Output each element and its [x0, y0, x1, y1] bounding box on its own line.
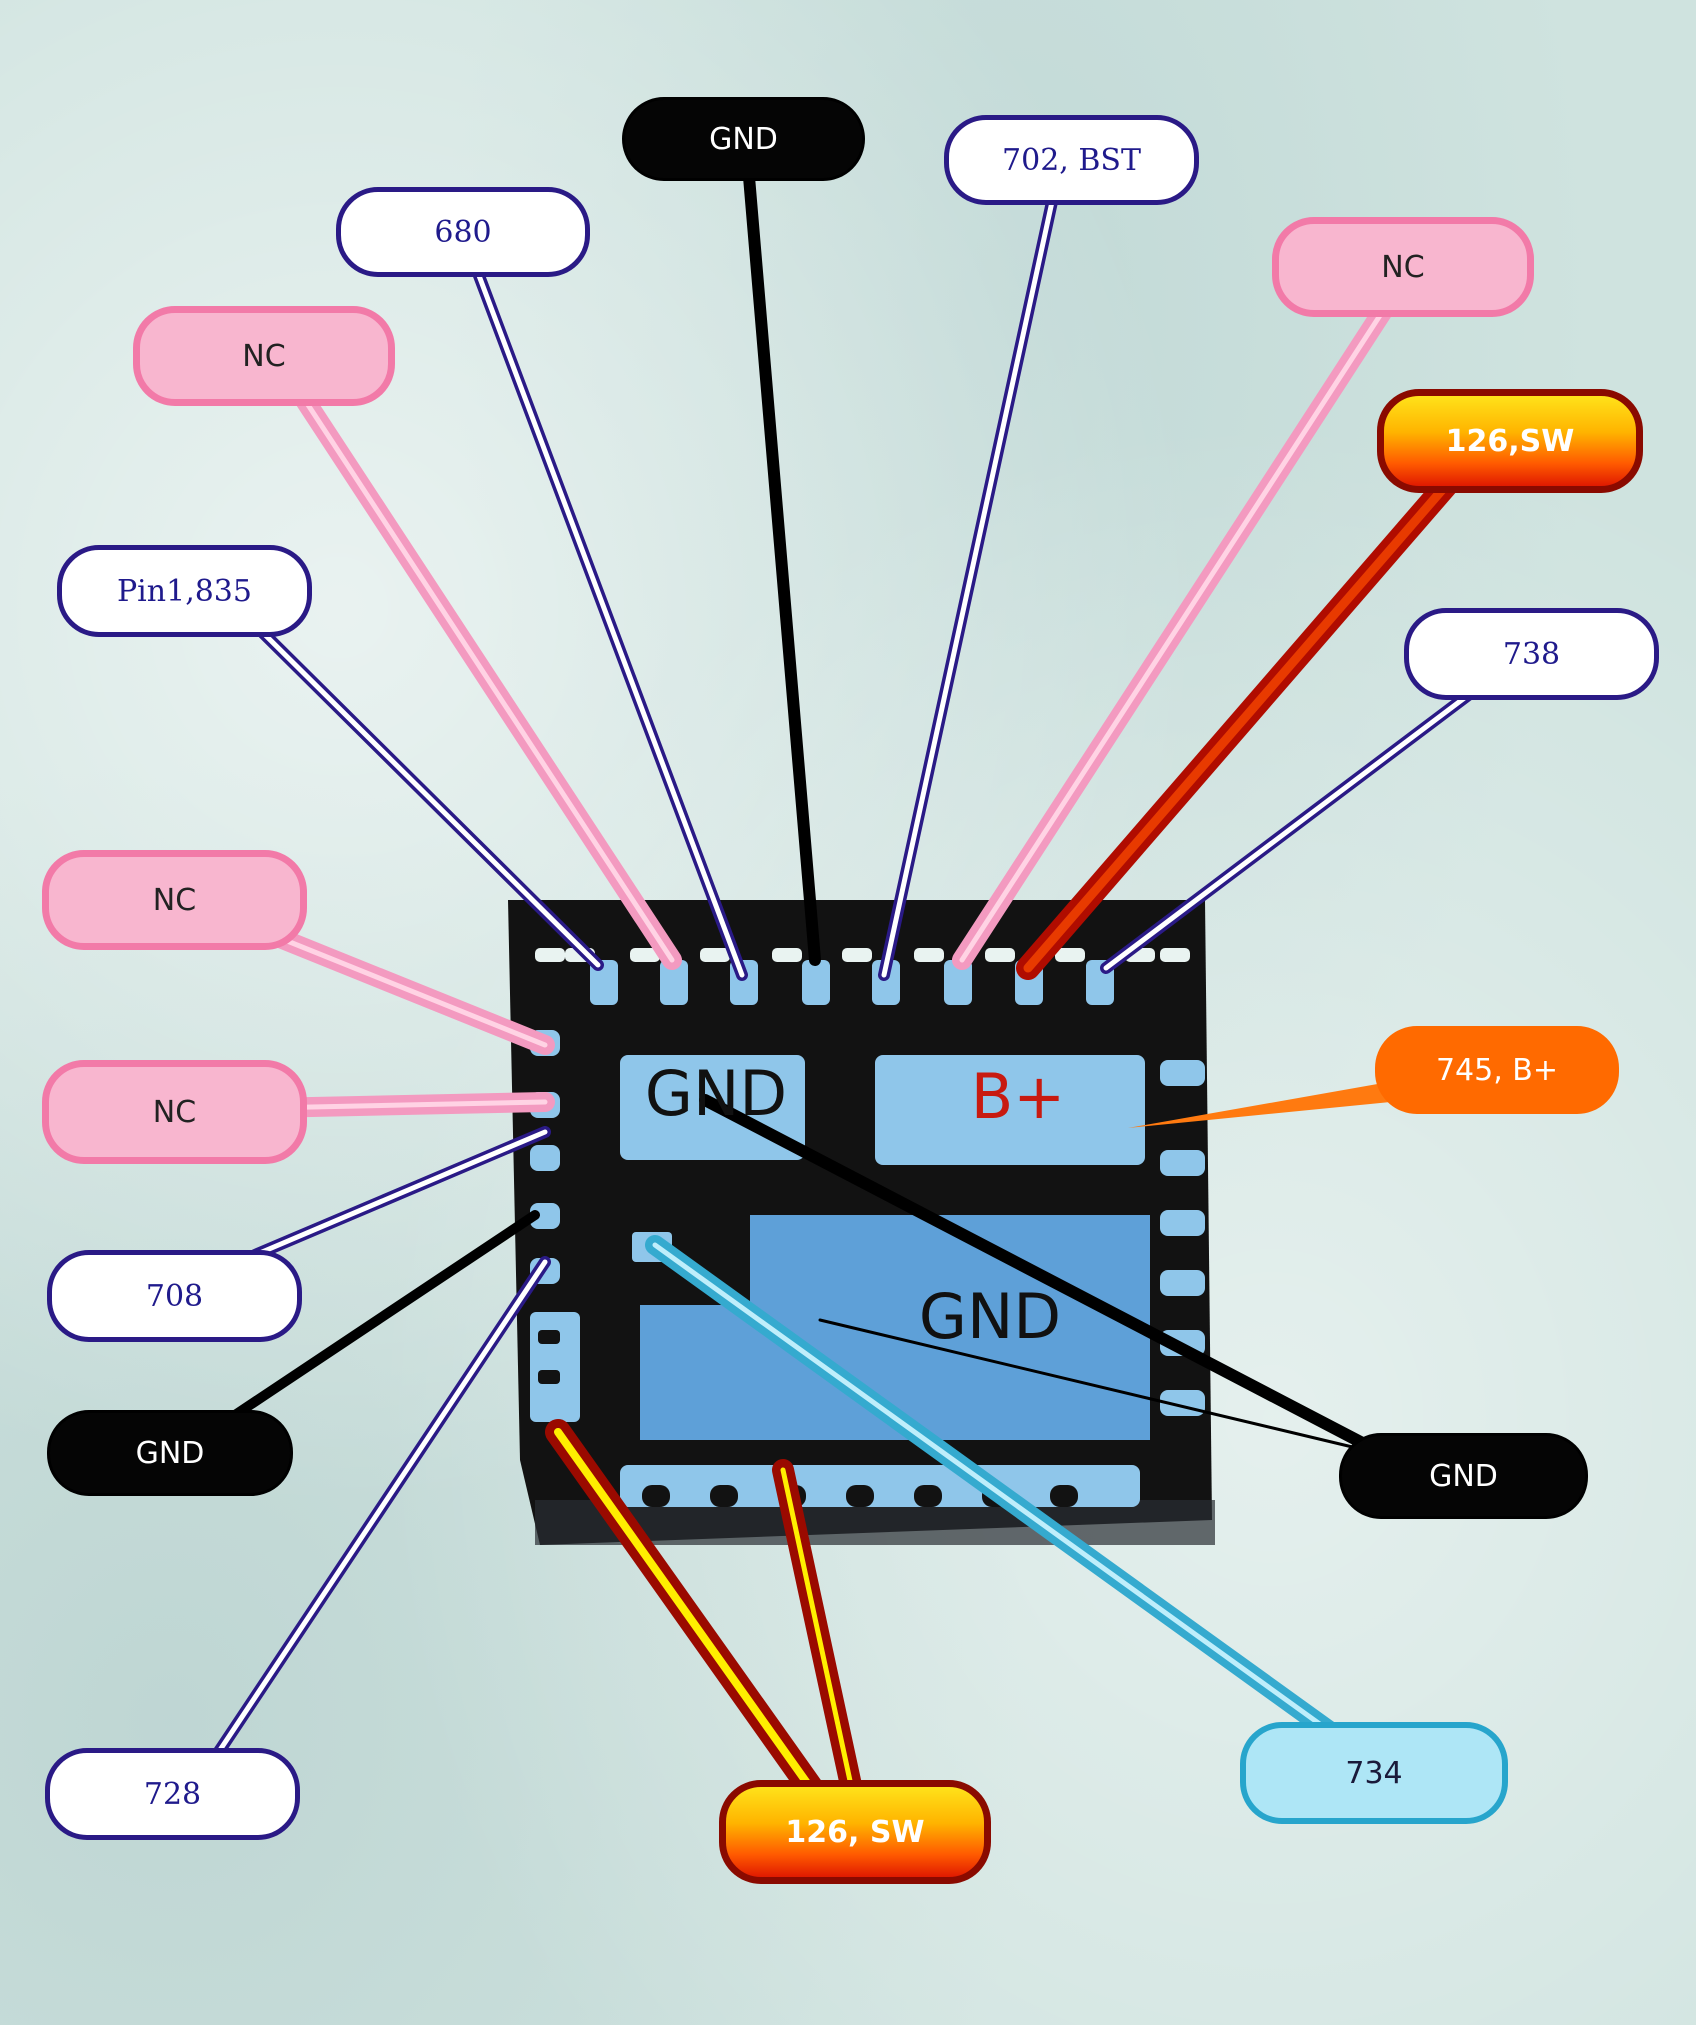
callout-738: 738 [1404, 608, 1659, 700]
right-pin-4 [1160, 1270, 1205, 1296]
left-pin-3 [530, 1145, 560, 1171]
black-connectors [215, 159, 1401, 1466]
pad-label-gnd-bottom: GND [919, 1280, 1061, 1353]
right-pin-column [1160, 1060, 1205, 1416]
left-pin-6 [530, 1312, 580, 1422]
callout-pin1-835: Pin1,835 [57, 545, 312, 637]
callout-728: 728 [45, 1748, 300, 1840]
top-pin-row [590, 960, 1114, 1005]
top-pin-4 [802, 960, 830, 1005]
pink-connectors [250, 290, 1400, 1118]
connector-lines [204, 159, 1481, 1803]
top-edge-notches [535, 948, 1190, 962]
top-pin-1 [590, 960, 618, 1005]
left-pin-4 [530, 1203, 560, 1229]
callout-734: 734 [1240, 1722, 1508, 1824]
bplus-pad [875, 1055, 1145, 1165]
callout-gnd-top: GND [622, 97, 865, 181]
callout-nc-left-1: NC [42, 850, 307, 950]
callout-680: 680 [336, 187, 590, 277]
callout-nc-top-right: NC [1272, 217, 1534, 317]
navy-connectors [204, 182, 1481, 1771]
callout-745-bplus: 745, B+ [1375, 1026, 1619, 1114]
top-pin-2 [660, 960, 688, 1005]
bottom-pin-row [620, 1465, 1140, 1507]
right-pin-3 [1160, 1210, 1205, 1236]
cyan-connector [645, 1235, 1345, 1745]
callout-126-sw-top: 126,SW [1377, 389, 1643, 493]
right-pin-2 [1160, 1150, 1205, 1176]
callout-gnd-left: GND [47, 1410, 293, 1496]
callout-708: 708 [47, 1250, 302, 1342]
top-pin-6 [944, 960, 972, 1005]
pad-label-gnd-top: GND [645, 1057, 787, 1130]
callout-702-bst: 702, BST [944, 115, 1199, 205]
orange-connector [1128, 1080, 1410, 1128]
callout-126-sw-bottom: 126, SW [719, 1780, 991, 1884]
callout-nc-left-2: NC [42, 1060, 307, 1164]
pad-label-bplus: B+ [971, 1060, 1065, 1133]
red-connectors [545, 448, 1480, 1803]
callout-gnd-right: GND [1339, 1433, 1588, 1519]
left-pin-holes [538, 1330, 560, 1384]
callout-nc-top-left: NC [133, 306, 395, 406]
right-pin-1 [1160, 1060, 1205, 1086]
